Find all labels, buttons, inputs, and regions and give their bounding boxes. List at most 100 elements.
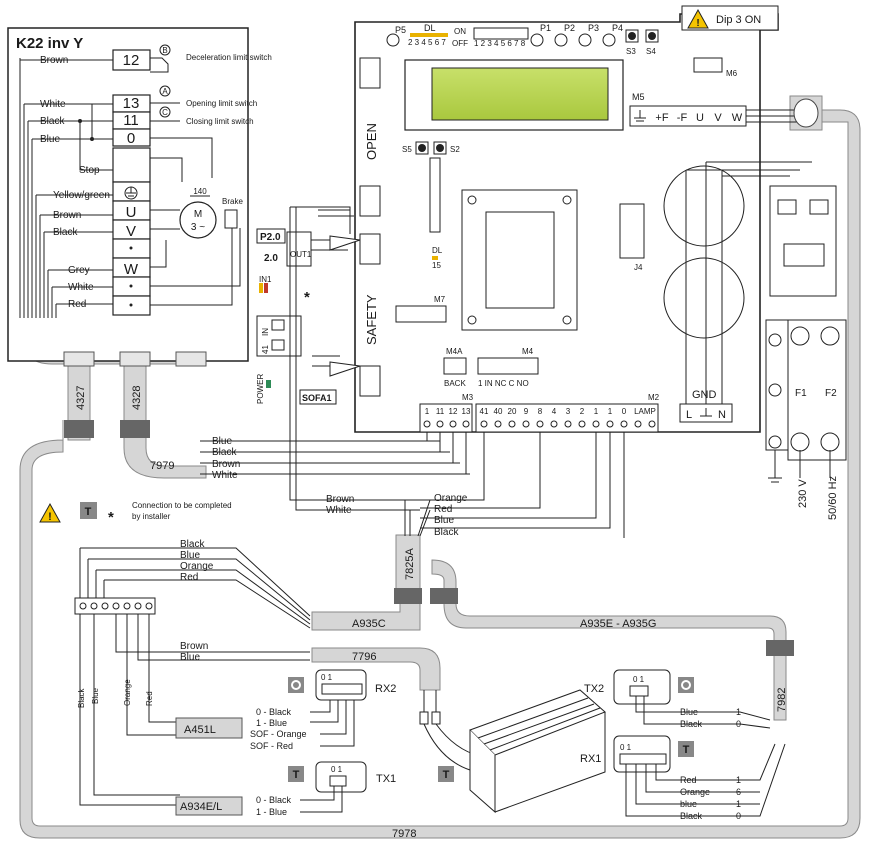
dip-switch-bank[interactable] — [473, 27, 529, 40]
tx1-device: T 0 1 TX1 — [288, 761, 396, 813]
tx1-terms: 0 1 — [331, 765, 343, 774]
s5-label: S5 — [402, 145, 412, 154]
vertical-black: Black — [77, 687, 86, 708]
cable-a935c-label: A935C — [352, 618, 386, 630]
terminal-block: 12 13 11 0 U V W — [112, 49, 151, 316]
m4a-connector — [443, 357, 467, 375]
tx2-line-1: Blue — [680, 707, 698, 717]
s2-button[interactable] — [436, 144, 444, 152]
m3-connector — [419, 403, 473, 433]
m6-label: M6 — [726, 69, 738, 78]
cable-7979-label: 7979 — [150, 460, 174, 472]
p5-trimmer[interactable] — [386, 33, 400, 47]
control-board: ! Dip 3 ON P5 DL 2 3 4 5 6 7 ON OFF 1 2 … — [354, 5, 819, 538]
svg-text:!: ! — [48, 511, 52, 523]
m5-plus-f: +F — [655, 112, 668, 124]
rx1-num-2: 6 — [736, 787, 741, 797]
a934-line-2: 1 - Blue — [256, 807, 287, 817]
m2-term-2: 2 — [580, 407, 585, 416]
s3-label: S3 — [626, 47, 636, 56]
s4-label: S4 — [646, 47, 656, 56]
wire-label-white-top: White — [40, 99, 66, 110]
s5-button[interactable] — [418, 144, 426, 152]
m5-w: W — [732, 112, 743, 124]
tx2-line-2: Black — [680, 719, 703, 729]
legend-star: * — [108, 509, 114, 526]
s4-button[interactable] — [648, 32, 656, 40]
open-label: OPEN — [364, 123, 379, 160]
block-wire-blue: Blue — [180, 550, 200, 561]
p4-trimmer[interactable] — [602, 33, 616, 47]
a934-line-1: 0 - Black — [256, 795, 292, 805]
terminal-12: 12 — [123, 52, 140, 69]
cable-7978-label: 7978 — [392, 828, 416, 840]
m5-connector — [629, 105, 747, 127]
rx1-line-3: blue — [680, 799, 697, 809]
m5-ground-icon — [634, 110, 646, 122]
a451l-line-1: 0 - Black — [256, 707, 292, 717]
block2-blue: Blue — [180, 652, 200, 663]
fuse-holder — [787, 319, 847, 461]
k22-title: K22 inv Y — [16, 35, 83, 52]
junction-wires: Brown White Orange Red Blue Black — [326, 493, 468, 538]
panel-left-wires: Brown White Black Blue Stop Yellow/green… — [19, 55, 113, 318]
gland-spare — [175, 351, 207, 367]
rx1-t-mark: T — [683, 744, 690, 756]
block-wire-black: Black — [180, 539, 205, 550]
p5-label: P5 — [395, 25, 406, 35]
rx2-device: 0 1 RX2 — [288, 669, 396, 701]
m4-label: M4 — [522, 347, 534, 356]
wire-label-stop: Stop — [79, 165, 100, 176]
wire-label-blue-top: Blue — [40, 134, 60, 145]
l-terminal: L — [686, 409, 692, 421]
rx1-num-4: 0 — [736, 811, 741, 821]
w7979-blue: Blue — [212, 436, 232, 447]
capacitor-1 — [663, 165, 745, 247]
rx1-num-1: 1 — [736, 775, 741, 785]
wire-red: Red — [434, 504, 452, 515]
rx1-num-3: 1 — [736, 799, 741, 809]
f2-label: F2 — [825, 388, 837, 399]
tx2-num-0: 0 — [736, 719, 741, 729]
j4-connector — [619, 203, 645, 259]
wire-label-brown: Brown — [53, 210, 81, 221]
rx1-line-4: Black — [680, 811, 703, 821]
terminal-w: W — [124, 261, 139, 278]
frequency-label: 50/60 Hz — [827, 476, 839, 520]
dip-off: OFF — [452, 39, 468, 48]
p1-trimmer[interactable] — [530, 33, 544, 47]
edge-t-mark: T — [443, 769, 450, 781]
p3-trimmer[interactable] — [578, 33, 592, 47]
device-block-left: Black Blue Orange Red Brown Blue Black B… — [74, 539, 311, 806]
n-terminal: N — [718, 409, 726, 421]
a934-group: A934E/L 0 - Black 1 - Blue — [175, 795, 292, 817]
a934-label: A934E/L — [180, 801, 222, 813]
p2-label: P2 — [564, 23, 575, 33]
dl-leds — [410, 33, 448, 37]
p1-label: P1 — [540, 23, 551, 33]
cable-7978-body — [19, 109, 861, 839]
motor: M 3 ~ 140 Brake — [150, 187, 243, 306]
opening-label: Opening limit switch — [186, 99, 257, 108]
voltage-label: 230 V — [797, 479, 809, 508]
w7979-black: Black — [212, 447, 237, 458]
m4-connector — [477, 357, 539, 375]
out1-relay — [286, 231, 312, 267]
m3-term-11: 11 — [436, 407, 445, 416]
p20-label: P2.0 — [260, 232, 281, 243]
rx2-label: RX2 — [375, 683, 396, 695]
gland-4328 — [119, 351, 151, 367]
limit-switches: B Deceleration limit switch A Opening li… — [150, 44, 272, 182]
s3-button[interactable] — [628, 32, 636, 40]
terminal-11: 11 — [123, 112, 139, 129]
m2-term-9: 9 — [524, 407, 529, 416]
fuse-block: F1 F2 230 V 50/60 Hz — [765, 185, 847, 520]
vertical-orange: Orange — [123, 679, 132, 706]
vertical-blue: Blue — [91, 687, 100, 704]
cable-a935e-body — [431, 559, 787, 721]
svg-text:!: ! — [696, 18, 699, 29]
j4-label: J4 — [634, 263, 643, 272]
dip-numbers: 1 2 3 4 5 6 7 8 — [474, 39, 526, 48]
a451l-line-3: SOF - Orange — [250, 729, 307, 739]
p2-trimmer[interactable] — [554, 33, 568, 47]
